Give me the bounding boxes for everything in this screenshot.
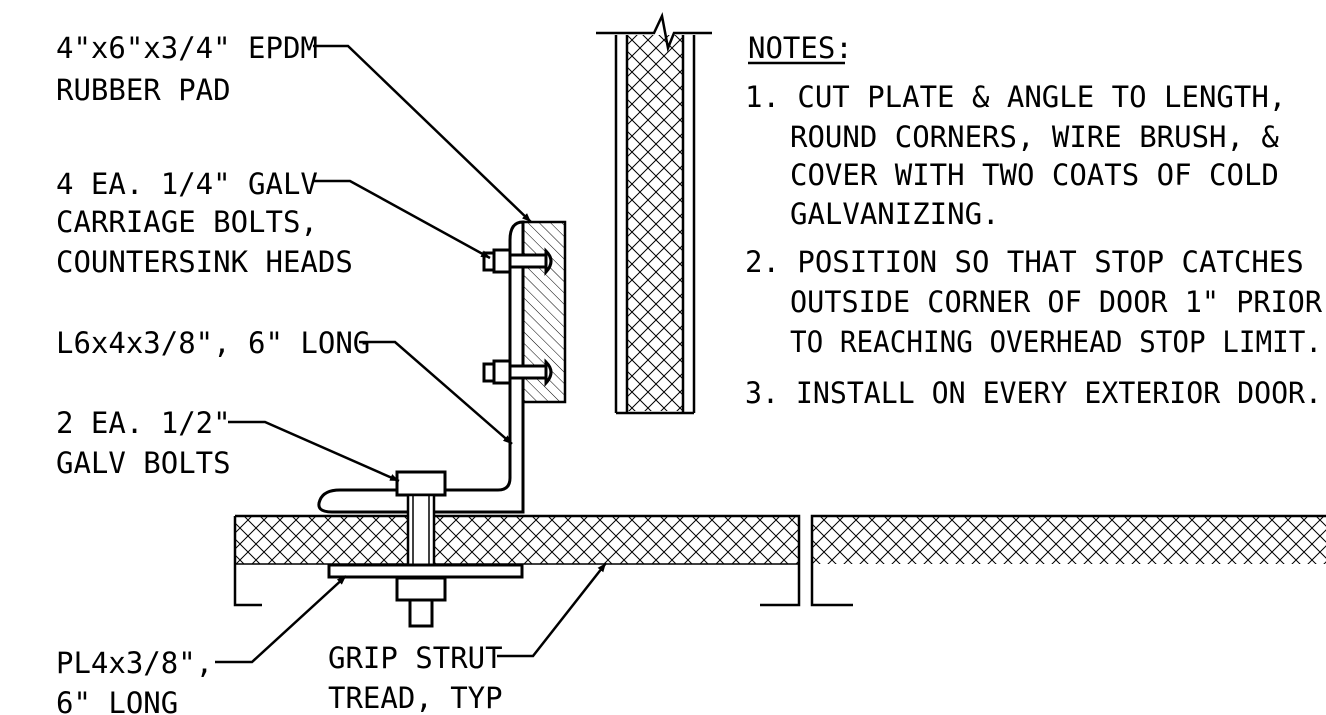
note-line: OUTSIDE CORNER OF DOOR 1" PRIOR — [790, 285, 1323, 319]
label-line: 6" LONG — [56, 686, 178, 715]
notes-heading: NOTES: — [748, 31, 853, 65]
label-grip-strut: GRIP STRUT TREAD, TYP — [328, 641, 503, 715]
label-line: PL4x3/8", — [56, 646, 213, 680]
leader-galv-bolts — [228, 420, 400, 483]
note-line: ROUND CORNERS, WIRE BRUSH, & — [790, 120, 1279, 154]
label-line: RUBBER PAD — [56, 73, 231, 107]
steel-plate — [327, 563, 524, 579]
label-line: 4"x6"x3/4" EPDM — [56, 31, 318, 65]
note-line: 1. CUT PLATE & ANGLE TO LENGTH, — [745, 80, 1286, 114]
note-line: COVER WITH TWO COATS OF COLD — [790, 158, 1279, 192]
note-line: TO REACHING OVERHEAD STOP LIMIT. — [790, 325, 1322, 359]
note-line: 3. INSTALL ON EVERY EXTERIOR DOOR. — [745, 376, 1322, 410]
leader-carriage-bolts — [314, 179, 491, 260]
label-angle: L6x4x3/8", 6" LONG — [56, 326, 370, 360]
leader-angle — [359, 340, 513, 445]
label-line: L6x4x3/8", 6" LONG — [56, 326, 370, 360]
label-line: 2 EA. 1/2" — [56, 406, 231, 440]
carriage-bolt-lower — [482, 358, 553, 387]
grip-strut-tread-left — [233, 514, 801, 607]
grip-strut-tread-right — [810, 514, 1326, 607]
leader-epdm — [313, 44, 532, 223]
label-line: GRIP STRUT — [328, 641, 503, 675]
note-line: GALVANIZING. — [790, 197, 1000, 231]
leader-plate — [215, 575, 347, 664]
label-line: TREAD, TYP — [328, 681, 503, 715]
label-carriage-bolts: 4 EA. 1/4" GALV CARRIAGE BOLTS, COUNTERS… — [56, 167, 353, 279]
notes-block: NOTES: 1. CUT PLATE & ANGLE TO LENGTH, R… — [745, 31, 1323, 410]
label-line: 4 EA. 1/4" GALV — [56, 167, 318, 201]
label-line: CARRIAGE BOLTS, — [56, 205, 318, 239]
label-epdm-pad: 4"x6"x3/4" EPDM RUBBER PAD — [56, 31, 318, 107]
label-line: COUNTERSINK HEADS — [56, 245, 353, 279]
door-panel — [596, 11, 712, 415]
bolt-nut — [395, 576, 447, 628]
note-line: 2. POSITION SO THAT STOP CATCHES — [745, 245, 1304, 279]
steel-angle — [317, 220, 525, 514]
label-plate: PL4x3/8", 6" LONG — [56, 646, 213, 715]
label-line: GALV BOLTS — [56, 446, 231, 480]
label-galv-bolts: 2 EA. 1/2" GALV BOLTS — [56, 406, 231, 480]
galv-bolt — [395, 470, 447, 567]
leader-grip-strut — [497, 562, 607, 658]
